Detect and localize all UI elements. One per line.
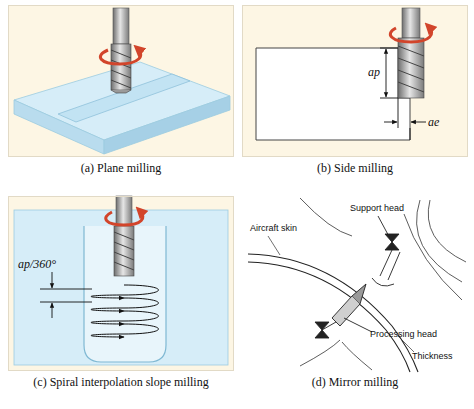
processing-head [315, 322, 329, 330]
support-head [372, 278, 394, 286]
fixture-frame [404, 214, 462, 300]
dimension-lines [386, 88, 387, 97]
rotation-arrow [100, 48, 140, 64]
dimension-lines [52, 303, 53, 318]
part-label: Thickness [412, 352, 453, 361]
end-mill-cutter [398, 38, 424, 98]
dimension-lines [380, 98, 398, 99]
support-head [385, 242, 399, 250]
dimension-lines [384, 122, 397, 123]
end-mill-cutter [113, 8, 129, 44]
panel-box: (b) Side milling [242, 5, 468, 157]
end-mill-cutter [111, 50, 131, 88]
dimension-lines [380, 48, 398, 49]
part-label: Aircraft skin [250, 224, 297, 233]
dimension-lines [411, 122, 426, 123]
processing-head [344, 318, 372, 332]
aircraft-skin [248, 262, 410, 372]
dimension-lines [380, 48, 426, 140]
processing-head [322, 322, 336, 330]
fixture-frame [428, 200, 466, 262]
end-mill-cutter [402, 8, 420, 38]
spiral-toolpath [91, 285, 159, 337]
panel-caption: (c) Spiral interpolation slope milling [3, 375, 239, 389]
panel-box: (a) Plane milling [8, 5, 234, 157]
end-mill-cutter [111, 90, 131, 93]
panel-background [8, 196, 234, 371]
end-mill-cutter [111, 8, 131, 93]
end-mill-cutter [114, 232, 134, 270]
processing-head [315, 284, 372, 338]
fixture-frame [300, 340, 340, 366]
panel-box: (d) Mirror milling [242, 196, 468, 371]
aircraft-skin [248, 254, 418, 372]
dimension-label: ae [428, 116, 439, 128]
end-mill-cutter [114, 226, 134, 276]
dimension-lines [52, 272, 53, 288]
spiral-toolpath [91, 298, 159, 311]
panel-background [8, 5, 468, 371]
dimension-lines [386, 58, 387, 88]
processing-head [332, 296, 360, 326]
end-mill-cutter [116, 196, 132, 226]
processing-head [315, 330, 329, 338]
rotation-arrow [390, 26, 431, 42]
spiral-toolpath [91, 285, 159, 298]
panel-box: (c) Spiral interpolation slope milling [8, 196, 234, 371]
fixture-frame [300, 198, 352, 236]
leader-lines [268, 236, 280, 255]
dimension-lines [398, 98, 399, 128]
end-mill-cutter [398, 8, 424, 98]
dimension-lines [40, 302, 92, 303]
support-head [378, 216, 392, 242]
workpiece-side-view [256, 48, 410, 140]
end-mill-cutter [114, 196, 134, 276]
fixture-frame [342, 342, 372, 370]
dimension-lines [40, 272, 92, 318]
end-mill-cutter [111, 44, 131, 90]
dimension-lines [386, 49, 387, 58]
panel-background [8, 5, 234, 157]
spiral-toolpath [91, 324, 159, 337]
dimension-label: ap/360° [18, 258, 56, 270]
part-label: Support head [350, 204, 404, 213]
support-head [372, 216, 400, 286]
panel-background [242, 196, 468, 371]
support-head [380, 250, 392, 276]
panel-caption: (b) Side milling [237, 161, 473, 175]
panel-background [242, 5, 468, 157]
support-head [388, 252, 400, 280]
processing-head [352, 284, 366, 304]
workpiece-block [14, 210, 228, 365]
dimension-lines [40, 289, 92, 290]
pocket-outline [84, 226, 166, 362]
aircraft-skin [248, 254, 418, 372]
rotation-arrow [106, 210, 143, 225]
part-label: Processing head [370, 330, 437, 339]
dimension-lines [410, 128, 411, 140]
panel-caption: (d) Mirror milling [237, 375, 473, 389]
fixture-frame [300, 198, 466, 370]
support-head [385, 234, 399, 242]
panel-caption: (a) Plane milling [3, 161, 239, 175]
fixture-frame [417, 200, 462, 282]
end-mill-cutter [398, 46, 424, 92]
dimension-label: ap [368, 66, 380, 78]
spiral-toolpath [91, 311, 159, 324]
